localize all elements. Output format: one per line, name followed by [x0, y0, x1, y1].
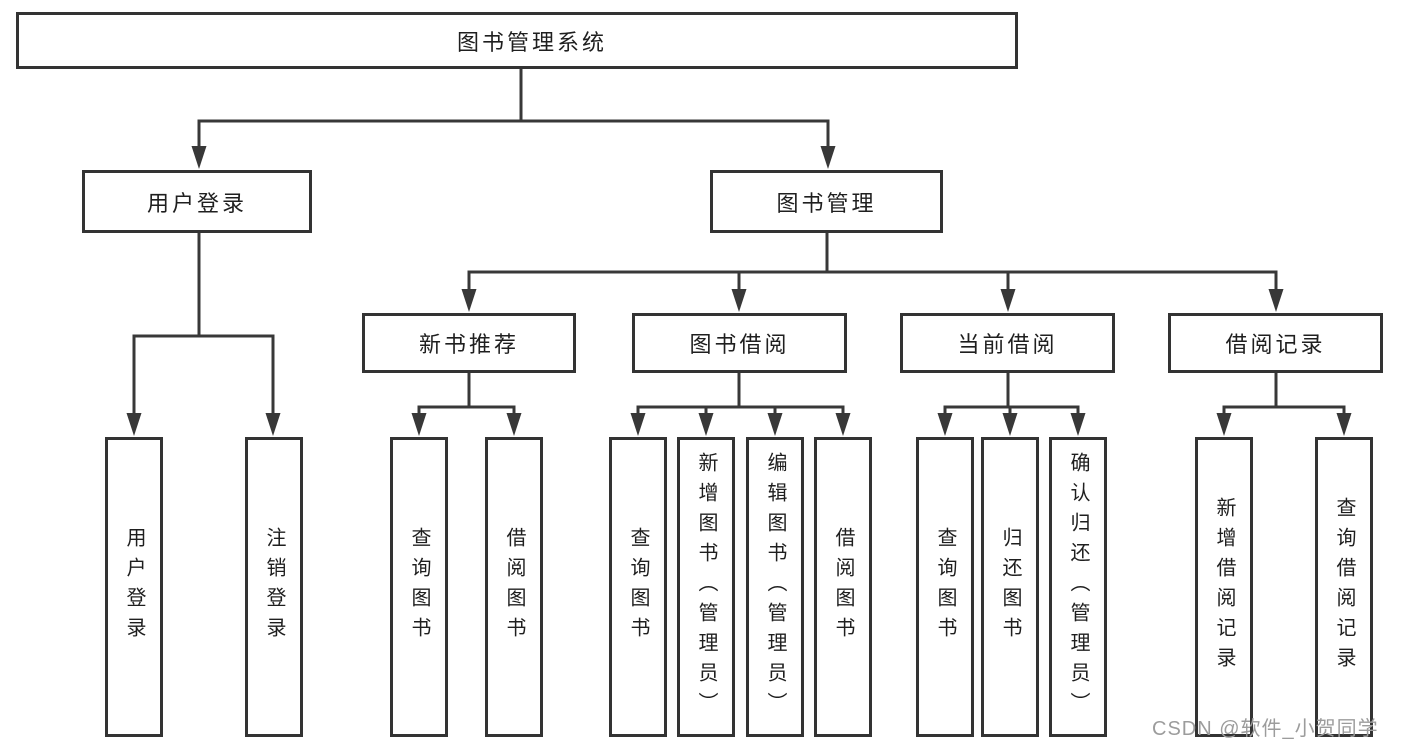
leaf-label: 确认归还（管理员） [1067, 452, 1089, 722]
connector-borrowing-to-leaves [630, 373, 851, 436]
leaf-label: 新增借阅记录 [1213, 497, 1235, 677]
node-current-borrowing: 当前借阅 [900, 313, 1115, 373]
leaf-borrow-books-recommend: 借阅图书 [485, 437, 543, 737]
connector-records-to-leaves [1216, 373, 1352, 436]
watermark-text: CSDN @软件_小贺同学 [1152, 718, 1379, 740]
leaf-query-books-current: 查询图书 [916, 437, 974, 737]
leaf-add-books-admin: 新增图书（管理员） [677, 437, 735, 737]
node-root-label: 图书管理系统 [456, 29, 607, 55]
leaf-query-borrow-record: 查询借阅记录 [1315, 437, 1373, 737]
leaf-query-books-recommend: 查询图书 [390, 437, 448, 737]
node-root: 图书管理系统 [16, 12, 1018, 69]
leaf-add-borrow-record: 新增借阅记录 [1195, 437, 1253, 737]
node-user-login-label: 用户登录 [146, 190, 247, 216]
node-borrowing-records-label: 借阅记录 [1225, 332, 1326, 357]
leaf-edit-books-admin: 编辑图书（管理员） [746, 437, 804, 737]
node-new-book-recommend: 新书推荐 [362, 313, 576, 373]
leaf-label: 借阅图书 [832, 527, 854, 647]
leaf-label: 查询图书 [627, 527, 649, 647]
leaf-query-books-borrowing: 查询图书 [609, 437, 667, 737]
connector-newbooks-to-leaves [411, 373, 522, 436]
leaf-logout: 注销登录 [245, 437, 303, 737]
leaf-label: 注销登录 [263, 527, 285, 647]
node-user-login: 用户登录 [82, 170, 312, 233]
leaf-label: 查询图书 [934, 527, 956, 647]
node-book-management-label: 图书管理 [776, 190, 877, 216]
node-new-book-recommend-label: 新书推荐 [418, 332, 519, 357]
leaf-confirm-return-admin: 确认归还（管理员） [1049, 437, 1107, 737]
leaf-label: 查询借阅记录 [1333, 497, 1355, 677]
leaf-user-login: 用户登录 [105, 437, 163, 737]
leaf-label: 查询图书 [408, 527, 430, 647]
node-current-borrowing-label: 当前借阅 [957, 332, 1058, 357]
leaf-return-books: 归还图书 [981, 437, 1039, 737]
node-book-management: 图书管理 [710, 170, 943, 233]
leaf-label: 用户登录 [123, 527, 145, 647]
connector-userlogin-to-leaves [126, 233, 281, 436]
connector-root-to-level2 [191, 69, 836, 169]
leaf-label: 编辑图书（管理员） [764, 452, 786, 722]
leaf-label: 新增图书（管理员） [695, 452, 717, 722]
node-borrowing-records: 借阅记录 [1168, 313, 1383, 373]
connector-bookmgmt-to-level3 [461, 233, 1284, 312]
node-book-borrowing: 图书借阅 [632, 313, 847, 373]
leaf-borrow-books: 借阅图书 [814, 437, 872, 737]
leaf-label: 归还图书 [999, 527, 1021, 647]
leaf-label: 借阅图书 [503, 527, 525, 647]
node-book-borrowing-label: 图书借阅 [689, 332, 790, 357]
connector-current-to-leaves [937, 373, 1086, 436]
